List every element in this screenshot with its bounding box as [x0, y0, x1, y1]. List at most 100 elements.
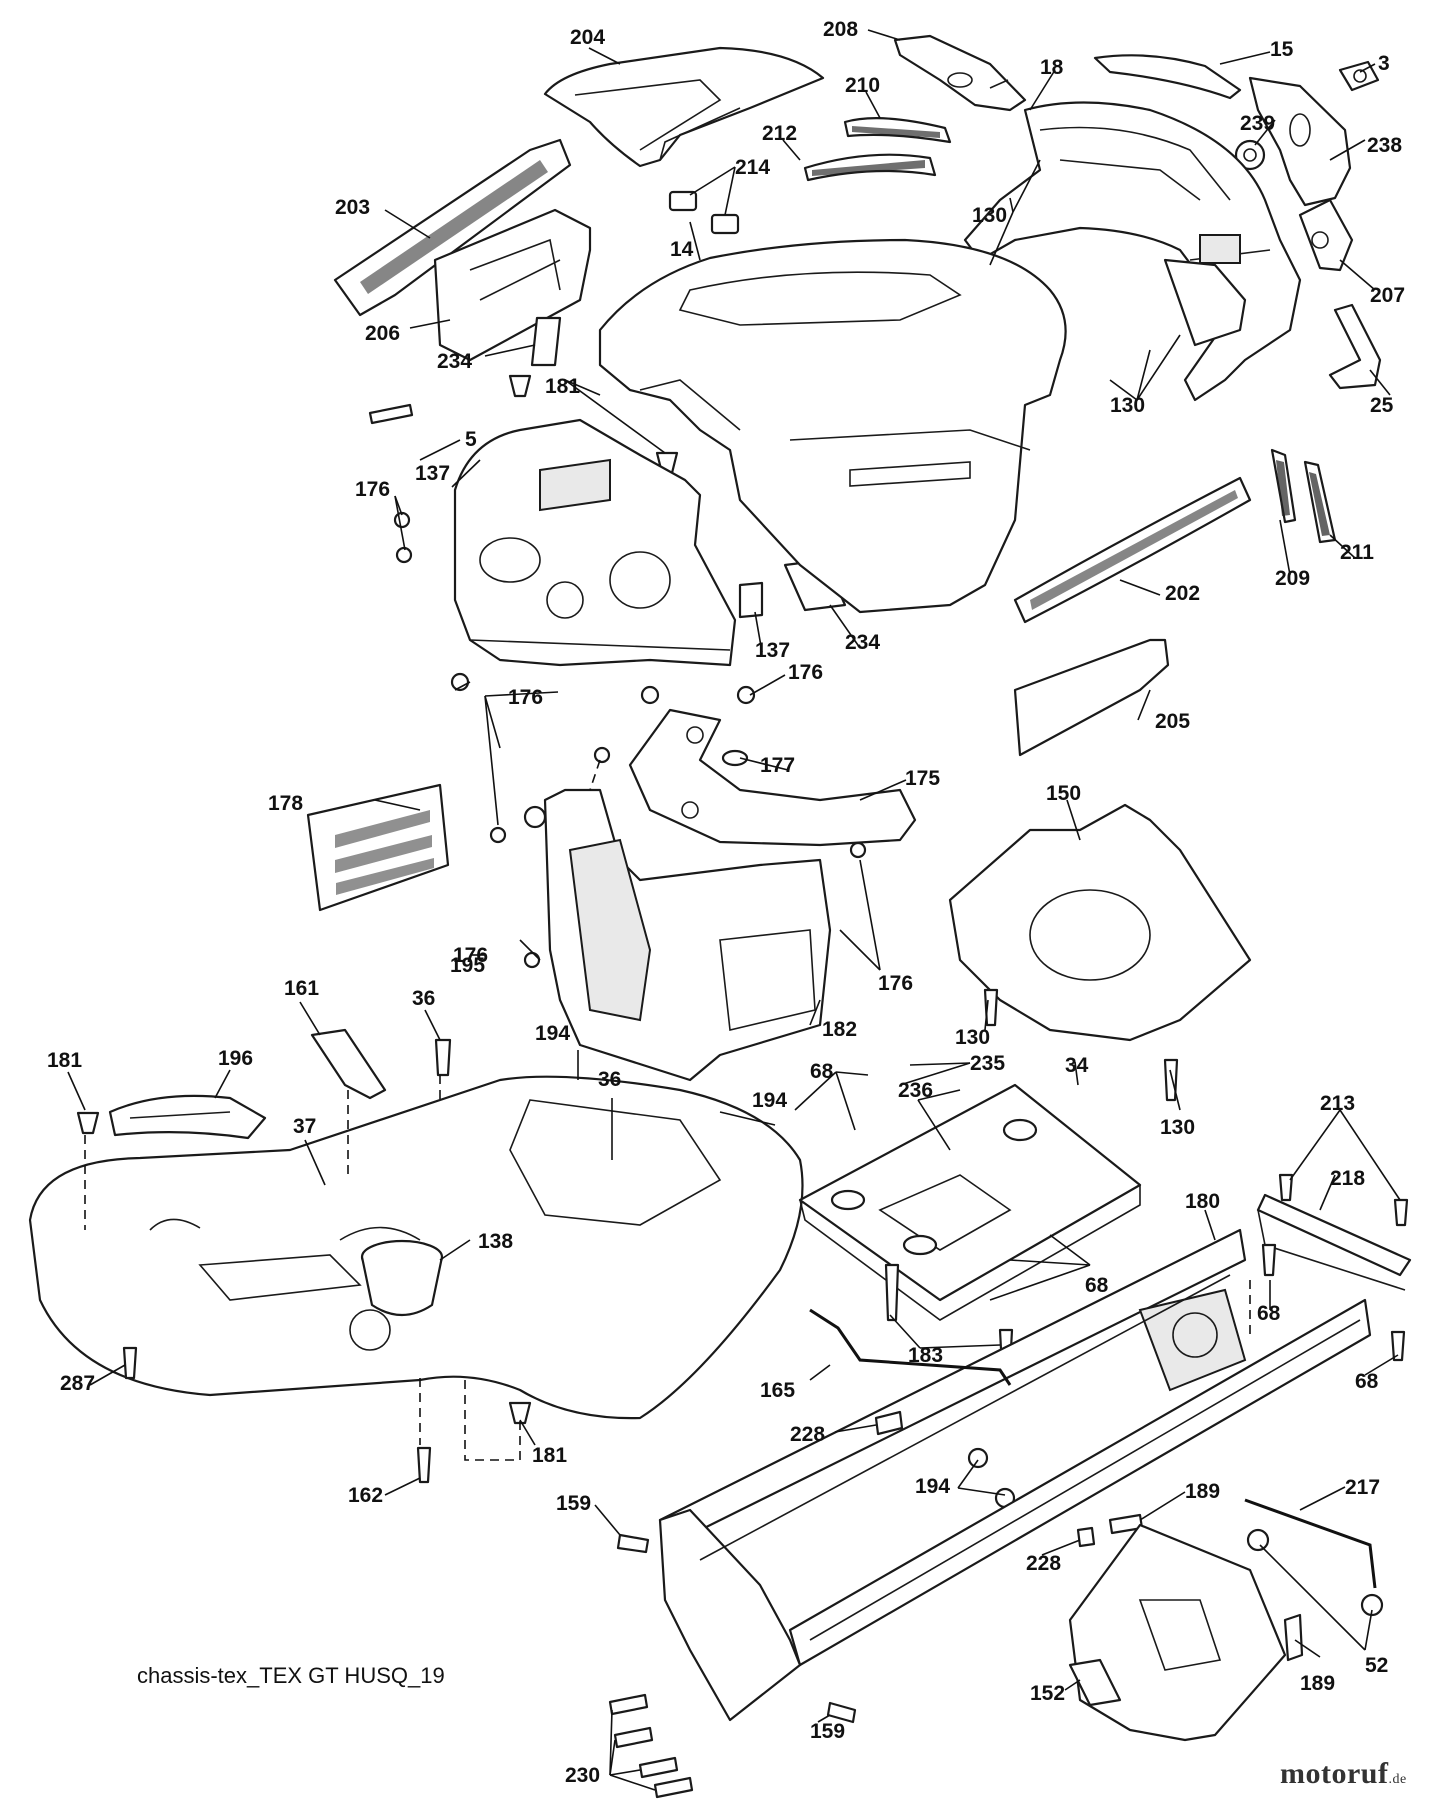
callout-235: 235 [970, 1052, 1005, 1075]
callout-138: 138 [478, 1230, 513, 1253]
callout-37: 37 [293, 1115, 316, 1138]
callout-212: 212 [762, 122, 797, 145]
watermark-name: motoruf [1280, 1757, 1389, 1790]
part-14-hood [598, 238, 1067, 614]
callout-5: 5 [465, 428, 477, 451]
part-211-grille [1303, 460, 1337, 544]
part-138-fuel-neck [360, 1239, 444, 1316]
part-178-side-screen [306, 783, 450, 912]
callout-165: 165 [760, 1379, 795, 1402]
callout-181a: 181 [545, 375, 580, 398]
callout-194b: 194 [752, 1089, 787, 1112]
part-175-support [628, 708, 917, 847]
part-234-pad [530, 316, 847, 612]
callout-207: 207 [1370, 284, 1405, 307]
callout-204: 204 [570, 26, 605, 49]
callout-137a: 137 [415, 462, 450, 485]
part-203-grille [333, 138, 572, 317]
callout-68a: 68 [810, 1060, 834, 1083]
leader-lines [67, 29, 1401, 1791]
callout-180: 180 [1185, 1190, 1220, 1213]
callout-230: 230 [565, 1764, 600, 1787]
part-218-bracket [1256, 1193, 1412, 1291]
callout-36a: 36 [412, 987, 435, 1010]
callout-52: 52 [1365, 1654, 1388, 1677]
watermark-suffix: .de [1388, 1772, 1407, 1787]
part-180-frame [658, 1228, 1372, 1722]
callout-152: 152 [1030, 1682, 1065, 1705]
callout-181b: 181 [47, 1049, 82, 1072]
callout-182: 182 [822, 1018, 857, 1041]
part-176-pins [393, 511, 867, 974]
watermark-logo: motoruf.de [1280, 1757, 1407, 1791]
callout-228a: 228 [790, 1423, 825, 1446]
callout-130d: 130 [1160, 1116, 1195, 1139]
callout-130b: 130 [1110, 394, 1145, 417]
part-239-clip [1234, 139, 1266, 171]
part-189-bolts [1108, 1513, 1304, 1662]
part-196-cover [108, 1094, 267, 1140]
callout-176d: 176 [453, 944, 488, 967]
callout-205: 205 [1155, 710, 1190, 733]
callout-68b: 68 [1085, 1274, 1109, 1297]
part-152-shield [1068, 1523, 1287, 1742]
callout-208: 208 [823, 18, 858, 41]
callout-228b: 228 [1026, 1552, 1061, 1575]
callout-196: 196 [218, 1047, 253, 1070]
part-206-bracket [433, 208, 592, 362]
callout-176c: 176 [508, 686, 543, 709]
part-202-grille [1013, 476, 1252, 624]
part-18-front-bumper [963, 101, 1302, 402]
callout-234b: 234 [845, 631, 880, 654]
part-5-dash-panel [453, 418, 737, 667]
part-3-cap [1338, 60, 1380, 92]
callout-176b: 176 [788, 661, 823, 684]
callout-34: 34 [1065, 1054, 1089, 1077]
callout-234a: 234 [437, 350, 472, 373]
part-209-grille [1270, 448, 1297, 524]
part-181-plug [76, 374, 679, 1425]
part-15-strip [1093, 54, 1242, 100]
callout-236: 236 [898, 1079, 933, 1102]
part-25-trim [1328, 303, 1382, 390]
part-217-rod [1244, 1498, 1377, 1589]
callout-189b: 189 [1300, 1672, 1335, 1695]
part-287-bolt [122, 1346, 138, 1380]
diagram-caption: chassis-tex_TEX GT HUSQ_19 [137, 1663, 445, 1688]
part-161-trim [310, 1028, 387, 1100]
callout-176e: 176 [878, 972, 913, 995]
callout-36b: 36 [598, 1068, 621, 1091]
part-238-side-panel [1248, 76, 1352, 207]
callout-177: 177 [760, 754, 795, 777]
part-150-foot-plate [948, 803, 1252, 1042]
part-230-bolts [608, 1693, 694, 1799]
callout-194a: 194 [535, 1022, 570, 1045]
callout-203: 203 [335, 196, 370, 219]
callout-211: 211 [1340, 541, 1374, 564]
callout-213: 213 [1320, 1092, 1355, 1115]
callout-206: 206 [365, 322, 400, 345]
part-208-bracket [893, 34, 1027, 112]
part-52-nuts [1246, 1528, 1384, 1617]
part-228-spacer [874, 1410, 1096, 1548]
part-205-skirt [1013, 638, 1170, 757]
callout-labels: 204 208 18 15 3 210 212 239 238 214 203 … [47, 18, 1405, 1787]
callout-194c: 194 [915, 1475, 950, 1498]
callout-14: 14 [670, 238, 694, 261]
part-162-bolt [416, 1446, 432, 1484]
part-177-grommet [721, 749, 749, 767]
callout-175: 175 [905, 767, 940, 790]
callout-202: 202 [1165, 582, 1200, 605]
callout-130a: 130 [972, 204, 1007, 227]
callout-218: 218 [1330, 1167, 1365, 1190]
callout-214: 214 [735, 156, 770, 179]
part-130-screws [983, 988, 1179, 1102]
callout-287: 287 [60, 1372, 95, 1395]
part-182-lower-dash [543, 788, 832, 1082]
alignment-lines [84, 759, 1251, 1461]
part-212-grille [803, 153, 937, 182]
callout-239: 239 [1240, 112, 1275, 135]
callout-159b: 159 [810, 1720, 845, 1743]
part-195-plug [523, 805, 547, 829]
